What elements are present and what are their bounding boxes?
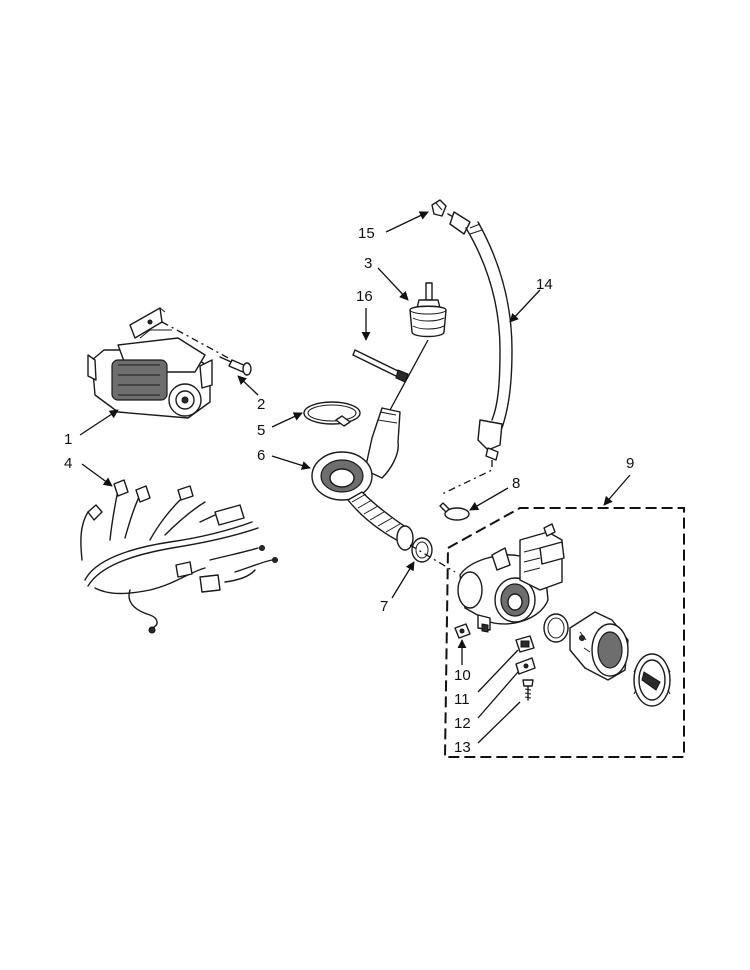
callout-2: 2 <box>257 396 265 413</box>
callout-1: 1 <box>64 431 72 448</box>
callout-6: 6 <box>257 447 265 464</box>
callout-7: 7 <box>380 598 388 615</box>
callout-11: 11 <box>454 691 470 708</box>
leader-9 <box>603 474 631 506</box>
leader-15 <box>385 211 429 233</box>
leader-12 <box>477 671 519 719</box>
leader-14 <box>509 289 541 323</box>
o-ring <box>411 537 433 563</box>
bracket-top <box>515 635 535 653</box>
wire-harness <box>80 479 278 634</box>
air-dome <box>409 282 447 338</box>
hose-clip <box>431 199 447 217</box>
leader-6 <box>271 455 311 470</box>
leader-8 <box>469 487 509 511</box>
leader-5 <box>271 412 303 428</box>
leader-1 <box>79 409 119 436</box>
spring-clamp <box>439 502 470 521</box>
callout-4: 4 <box>64 455 72 472</box>
pump-clip <box>454 623 471 639</box>
callout-9: 9 <box>626 455 634 472</box>
callout-15: 15 <box>358 225 375 242</box>
drain-hose <box>447 211 513 461</box>
leader-11 <box>477 649 519 693</box>
cable-tie <box>352 349 409 383</box>
callout-14: 14 <box>536 276 553 293</box>
callout-5: 5 <box>257 422 265 439</box>
filter-cap <box>633 653 671 707</box>
leader-4 <box>81 463 113 487</box>
pump-assembly-box <box>443 507 685 758</box>
leader-7 <box>391 561 415 599</box>
drive-motor <box>87 307 213 419</box>
bracket-bottom <box>515 657 536 675</box>
callout-13: 13 <box>454 739 471 756</box>
callout-12: 12 <box>454 715 471 732</box>
drain-pump <box>457 523 565 633</box>
pump-seal <box>543 613 569 643</box>
bracket-screw <box>522 679 534 701</box>
filter-housing <box>569 611 629 681</box>
motor-screw <box>219 356 252 376</box>
tub-to-pump-hose <box>311 407 414 551</box>
callout-10: 10 <box>454 667 471 684</box>
callout-16: 16 <box>356 288 373 305</box>
callout-3: 3 <box>364 255 372 272</box>
callout-8: 8 <box>512 475 520 492</box>
leader-13 <box>477 701 521 744</box>
leader-3 <box>377 267 409 301</box>
hose-clamp <box>303 401 361 427</box>
leader-2 <box>237 375 259 396</box>
